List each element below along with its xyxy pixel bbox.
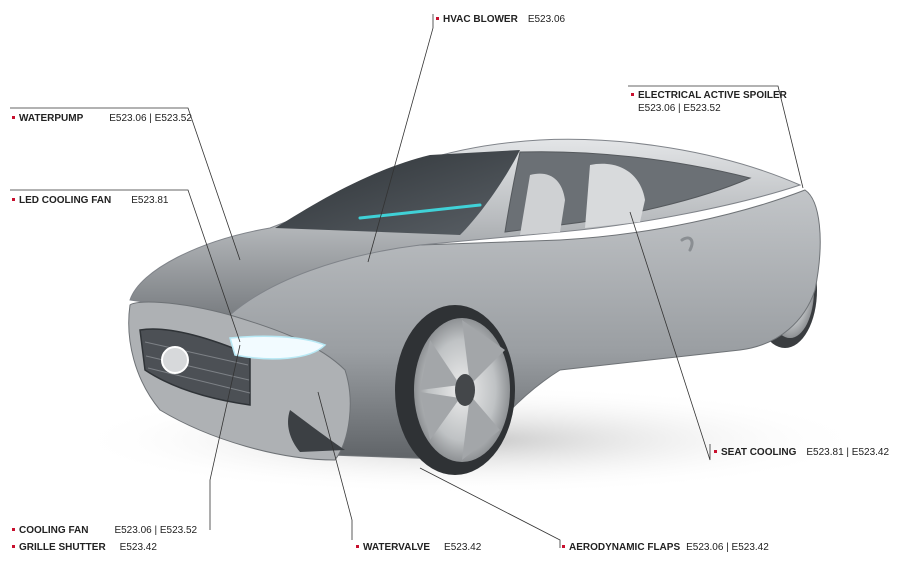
leader-lines	[10, 14, 804, 548]
leader-seat-cooling	[629, 211, 711, 461]
leader-cooling-fan-grille-shutter	[209, 344, 241, 530]
door-handle	[680, 236, 694, 252]
leader-led-cooling-fan	[10, 189, 241, 343]
headlight	[229, 335, 327, 360]
bullet-icon	[562, 544, 565, 548]
leader-waterpump	[10, 107, 241, 261]
bullet-icon	[436, 16, 439, 20]
leader-electrical-active-spoiler	[628, 85, 804, 189]
bullet-icon	[12, 115, 15, 119]
dashboard-glow	[358, 203, 482, 220]
bullet-icon	[631, 92, 634, 96]
front-wheel	[395, 305, 515, 475]
callout-electrical-active-spoiler: ELECTRICAL ACTIVE SPOILER E523.06 | E523…	[631, 89, 787, 115]
bullet-icon	[12, 527, 15, 531]
bullet-icon	[12, 197, 15, 201]
bullet-icon	[714, 449, 717, 453]
leader-aerodynamic-flaps	[419, 467, 561, 548]
leader-hvac-blower	[367, 14, 434, 263]
bullet-icon	[356, 544, 359, 548]
leader-watervalve	[317, 391, 353, 540]
seat-shape-front	[520, 173, 565, 235]
bullet-icon	[12, 544, 15, 548]
seat-shape	[585, 163, 645, 228]
windshield	[275, 150, 520, 235]
grille-emblem	[161, 346, 189, 374]
